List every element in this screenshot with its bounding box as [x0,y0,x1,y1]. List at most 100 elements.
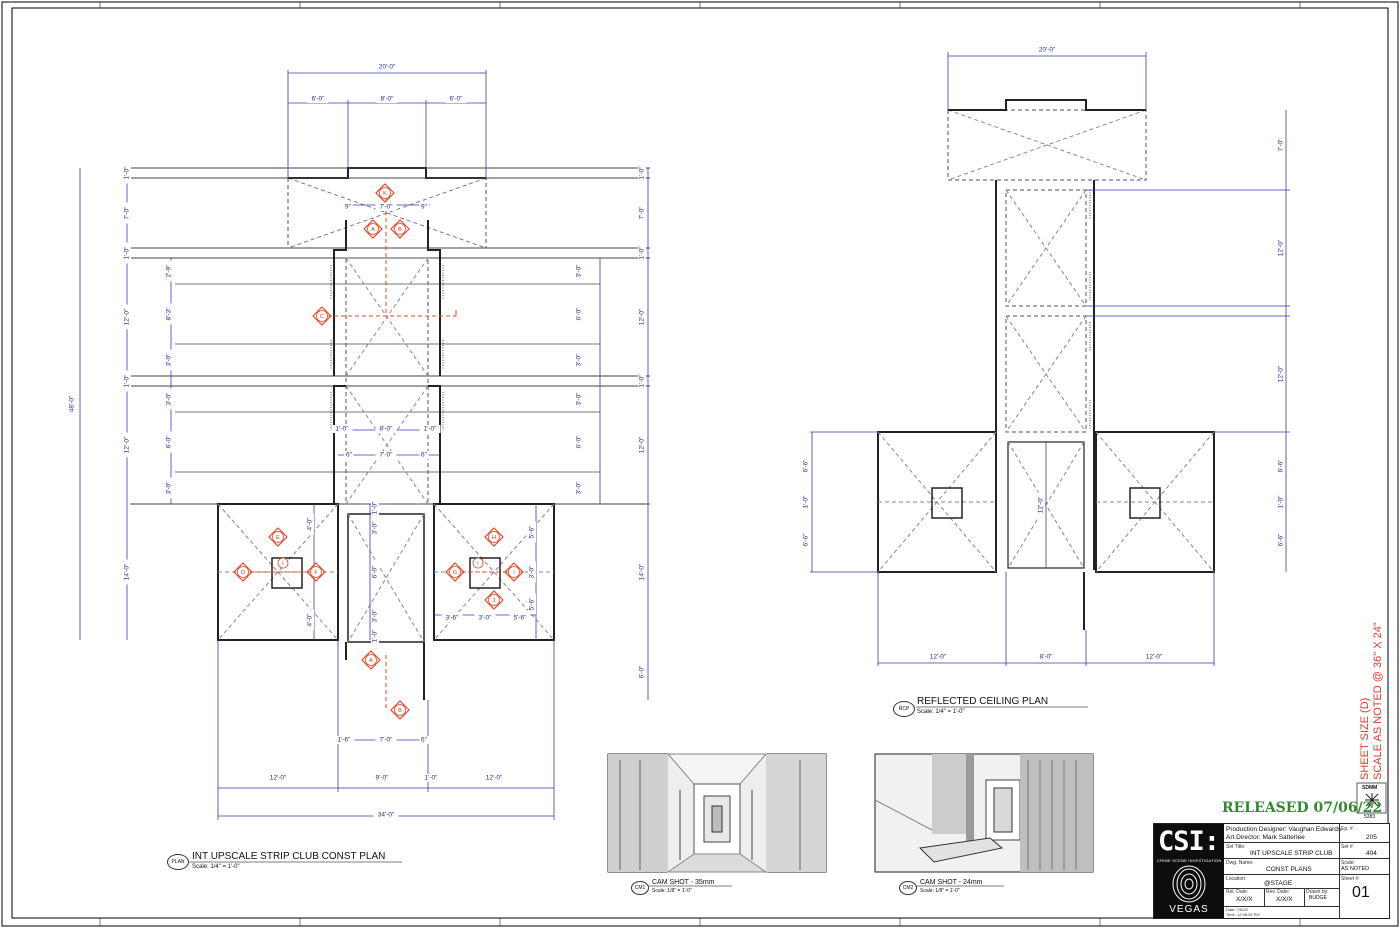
point-marker-icon [277,557,289,569]
dimension-label: 8'-0" [381,96,395,103]
tb-rel-value: X/X/X [1236,896,1253,903]
dimension-label: 3'-0" [372,609,379,623]
dimension-label: 12'-0" [1038,496,1045,513]
csi-logo: CSI: CRIME SCENE INVESTIGATION VEGAS [1154,824,1224,918]
tb-ep-label: Ep. #: [1341,826,1355,832]
tb-designer: Production Designer: Vaughan Edwards [1226,826,1342,833]
dimension-label: 1'-0" [639,166,646,180]
dimension-label: 3'-0" [576,264,583,278]
dimension-label: 6'-0" [576,435,583,449]
tb-drawn-value: BUDGE [1309,895,1327,901]
dimension-label: 3'-6" [446,615,460,622]
rcp-badge: RCP [893,701,915,717]
camera-letter: C [320,314,324,320]
camera-letter: F [314,570,318,576]
dimension-label: 48'-0" [69,395,76,412]
dimension-label: 12'-0" [1146,654,1163,661]
dimension-label: 12'-0" [639,308,646,325]
fingerprint-icon [1172,865,1206,903]
dimension-label: 12'-0" [124,436,131,453]
sheet-size-note: SHEET SIZE (D) [1359,697,1371,780]
cam-shot-1-render [607,753,827,873]
camera-letter: B [398,227,402,233]
dimension-label: 6'-0" [166,435,173,449]
dimension-label: 1'-6" [338,737,352,744]
dimension-label: 3'-0" [576,353,583,367]
dimension-label: 6'-6" [803,459,810,473]
logo-sub: CRIME SCENE INVESTIGATION [1157,858,1222,863]
tb-time: Time: 12:08:25 PM [1226,912,1260,917]
dimension-label: 9" [345,204,352,211]
dimension-label: 9" [421,204,428,211]
tb-set-title: INT UPSCALE STRIP CLUB [1250,850,1333,857]
dimension-label: 14'-0" [639,563,646,580]
dimension-label: 6" [421,452,428,459]
tb-dwg-name: CONST PLANS [1266,866,1312,873]
camera-position-icon: J [484,590,504,610]
tb-scale-label: Scale: [1341,860,1355,866]
dimension-label: 6" [421,737,428,744]
dimension-label: 1'-0" [336,426,350,433]
dimension-label: 6'-0" [372,565,379,579]
camera-position-icon: D [233,562,253,582]
tb-rev-value: X/X/X [1276,896,1293,903]
cam-shot-2-render [874,753,1094,873]
camera-position-icon: K [375,183,395,203]
dimension-label: 5'-6" [529,597,536,611]
plan-scale: Scale: 1/4" = 1'-0" [192,864,240,870]
dimension-label: 1'-0" [639,374,646,388]
dimension-label: 7'-0" [1278,138,1285,152]
logo-city: VEGAS [1169,904,1209,915]
const-plan [130,167,650,710]
dimension-label: 1'-0" [424,426,438,433]
dimension-labels: 20'-0" 6'-0" 8'-0" 6'-0" 48'-0" 1'-0" 7'-0" 1'-… [68,46,1285,819]
reflected-ceiling-plan [877,99,1215,630]
dimension-label: 3'-0" [372,521,379,535]
dimension-label: 7'-0" [380,737,394,744]
title-block: CSI: CRIME SCENE INVESTIGATION VEGAS Pro… [1153,823,1390,919]
camera-letter: G [453,570,457,576]
dimension-label: 4'-0" [307,517,314,531]
dimension-label: 6'-0" [576,307,583,321]
tb-location-label: Location: [1226,876,1247,882]
dimension-label: 20'-0" [379,64,396,71]
cam1-badge: CM1 [631,881,649,895]
dimension-label: 8'-0" [1040,654,1054,661]
dimension-label: 1'-0" [372,629,379,643]
dimension-label: 5'-6" [529,525,536,539]
dimension-label: 34'-0" [378,812,395,819]
dimension-label: 1'-0" [124,246,131,260]
union-number: 5383 [1364,814,1376,820]
dimension-label: 3'-0" [529,565,536,579]
point-letter: I [282,561,283,567]
dimension-label: 6'-6" [1278,459,1285,473]
dimension-label: 1'-0" [1278,495,1285,509]
sheet-scale-note: SCALE AS NOTED @ 36" X 24" [1372,622,1384,780]
tb-scale-value: AS NOTED [1341,866,1370,872]
cam2-badge: CM2 [899,881,917,895]
dimension-label: 12'-0" [270,775,287,782]
camera-position-icon: G [445,562,465,582]
plan-badge: PLAN [167,854,189,870]
camera-position-icon: B [390,219,410,239]
tb-art-director: Art Director: Mark Satterlee [1226,834,1305,841]
camera-position-icon: B [390,700,410,720]
dimension-label: 1'-0" [639,246,646,260]
camera-letter: I [513,570,515,576]
camera-letter: A [371,227,375,233]
dimension-label: 6" [346,452,353,459]
plan-title: INT UPSCALE STRIP CLUB CONST PLAN [192,851,386,862]
tb-set-value: 404 [1366,850,1377,857]
dimension-label: 12'-0" [930,654,947,661]
camera-position-icon: I [504,562,524,582]
cam2-title: CAM SHOT - 24mm [920,879,983,886]
cam2-scale: Scale: 1/8" = 1'-0" [920,888,960,894]
camera-position-icon: E [268,527,288,547]
dimension-label: 1'-0" [372,501,379,515]
dimension-label: 1'-0" [124,166,131,180]
tb-drawn-label: Drawn by: [1306,889,1329,895]
dimension-label: 9'-0" [376,775,390,782]
dimension-label: 3'-0" [166,353,173,367]
